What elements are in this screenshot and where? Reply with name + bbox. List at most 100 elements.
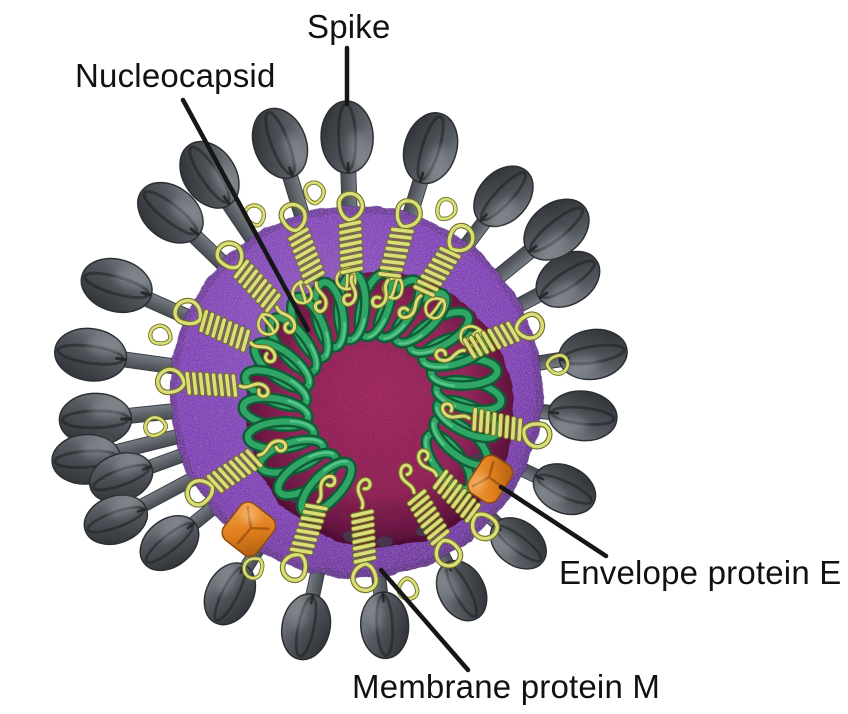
coil-loop-highlight (424, 435, 433, 463)
spike-head (435, 559, 488, 622)
spike-head-highlight (170, 199, 202, 226)
coil-loop-highlight (289, 419, 315, 431)
spike-head-notch (287, 166, 295, 178)
e-protein-layer (221, 454, 514, 557)
spike-head-notch (418, 171, 425, 184)
spike-head-highlight (366, 598, 384, 632)
spike-head (535, 250, 601, 308)
spike-head (402, 112, 459, 185)
spike-glycoprotein (80, 257, 201, 328)
spike-layer (51, 100, 628, 661)
spike-head (80, 257, 153, 314)
spike-head (532, 463, 597, 516)
spike-head (320, 100, 374, 174)
m-protein-spring (350, 476, 379, 594)
coil-loop-highlight (398, 333, 424, 345)
e-protein (221, 501, 277, 557)
spring-loop-head (513, 311, 546, 341)
spring-loop-head (155, 366, 188, 396)
label-envelope-protein-e: Envelope protein E (559, 554, 842, 591)
spike-head-highlight (553, 415, 588, 433)
spike-head-notch (222, 194, 231, 206)
spike-head-highlight (79, 440, 115, 458)
leader-line-nucleocapsid (180, 97, 311, 333)
spike-head-notch (381, 592, 385, 603)
spike-head-notch (186, 521, 196, 530)
spike-head-notch (141, 465, 152, 472)
spike-glycoprotein (83, 468, 206, 546)
e-protein-highlight (241, 506, 258, 523)
coil-loop-highlight (351, 317, 366, 342)
spike-head-highlight (216, 565, 238, 596)
m-protein-spring (416, 448, 500, 542)
spike-head-highlight (86, 337, 122, 356)
spike-head-highlight (489, 197, 516, 225)
spike-head-highlight (107, 498, 139, 517)
spike-head-notch (309, 594, 315, 605)
spring-loop-head (394, 198, 423, 230)
spike-head (523, 198, 590, 261)
m-protein-spring (279, 473, 338, 583)
rnp-hook (290, 278, 314, 306)
spike-glycoprotein (58, 392, 186, 447)
spike-head-highlight (112, 455, 144, 475)
spike-glycoprotein (510, 459, 597, 516)
m-protein-outer-loop (242, 203, 267, 228)
coil-loop-highlight (422, 361, 449, 369)
leader-line-layer (180, 45, 609, 673)
spring-loop-head (214, 240, 245, 271)
spike-head-notch (548, 410, 560, 415)
coil-loop-highlight (287, 399, 310, 416)
m-protein-outer-loop (148, 323, 173, 346)
label-membrane-protein-m: Membrane protein M (352, 668, 661, 705)
spike-head-highlight (566, 356, 601, 375)
spike-head (251, 107, 309, 179)
coil-loop-highlight (367, 318, 387, 339)
spike-head (558, 328, 628, 381)
spike-glycoprotein (432, 542, 488, 622)
rnp-hook (256, 310, 280, 337)
m-protein-outer-loop (241, 556, 265, 581)
spring-loop-head (350, 560, 379, 594)
spike-head-highlight (290, 597, 309, 631)
m-protein-outer-loop (544, 353, 570, 376)
spike-glycoprotein (88, 445, 196, 503)
spike-head-highlight (535, 482, 566, 503)
spike-head-highlight (283, 133, 305, 169)
spike-head-notch (527, 244, 539, 254)
m-protein-outer-loops (143, 180, 570, 601)
coil-loop-highlight (322, 460, 348, 473)
spike-head-highlight (89, 400, 126, 419)
m-protein-spring (336, 190, 366, 307)
m-protein-spring (369, 198, 423, 310)
coil-loop-highlight (297, 360, 312, 385)
spike-head (547, 390, 618, 442)
spike-head (473, 165, 534, 228)
spike-head-highlight (548, 281, 579, 306)
spike-head (359, 591, 410, 660)
spring-loop-head (172, 297, 204, 327)
spike-head (83, 494, 149, 546)
spike-head (139, 514, 200, 572)
coil-loop-highlight (309, 343, 319, 370)
m-protein-layer (155, 190, 553, 594)
spike-glycoprotein (486, 198, 590, 288)
spring-loop-head (520, 421, 553, 450)
m-protein-spring (433, 311, 546, 364)
m-protein-spring (278, 201, 329, 314)
m-protein-outer-loop (143, 415, 169, 438)
label-spike: Spike (307, 8, 391, 45)
coil-loop-highlight (289, 379, 309, 400)
spring-loop-head (469, 511, 500, 542)
coil-loop-highlight (432, 421, 446, 447)
spike-head-highlight (158, 517, 186, 542)
spring-loop-head (278, 201, 308, 234)
spike-head-highlight (113, 269, 149, 290)
spring-loop-head (433, 537, 464, 569)
rnp-hook (423, 296, 448, 321)
spike-head (137, 181, 204, 244)
coil-loop-highlight (383, 323, 406, 340)
coil-loop-highlight (430, 375, 455, 388)
spring-loop-head (336, 190, 366, 223)
